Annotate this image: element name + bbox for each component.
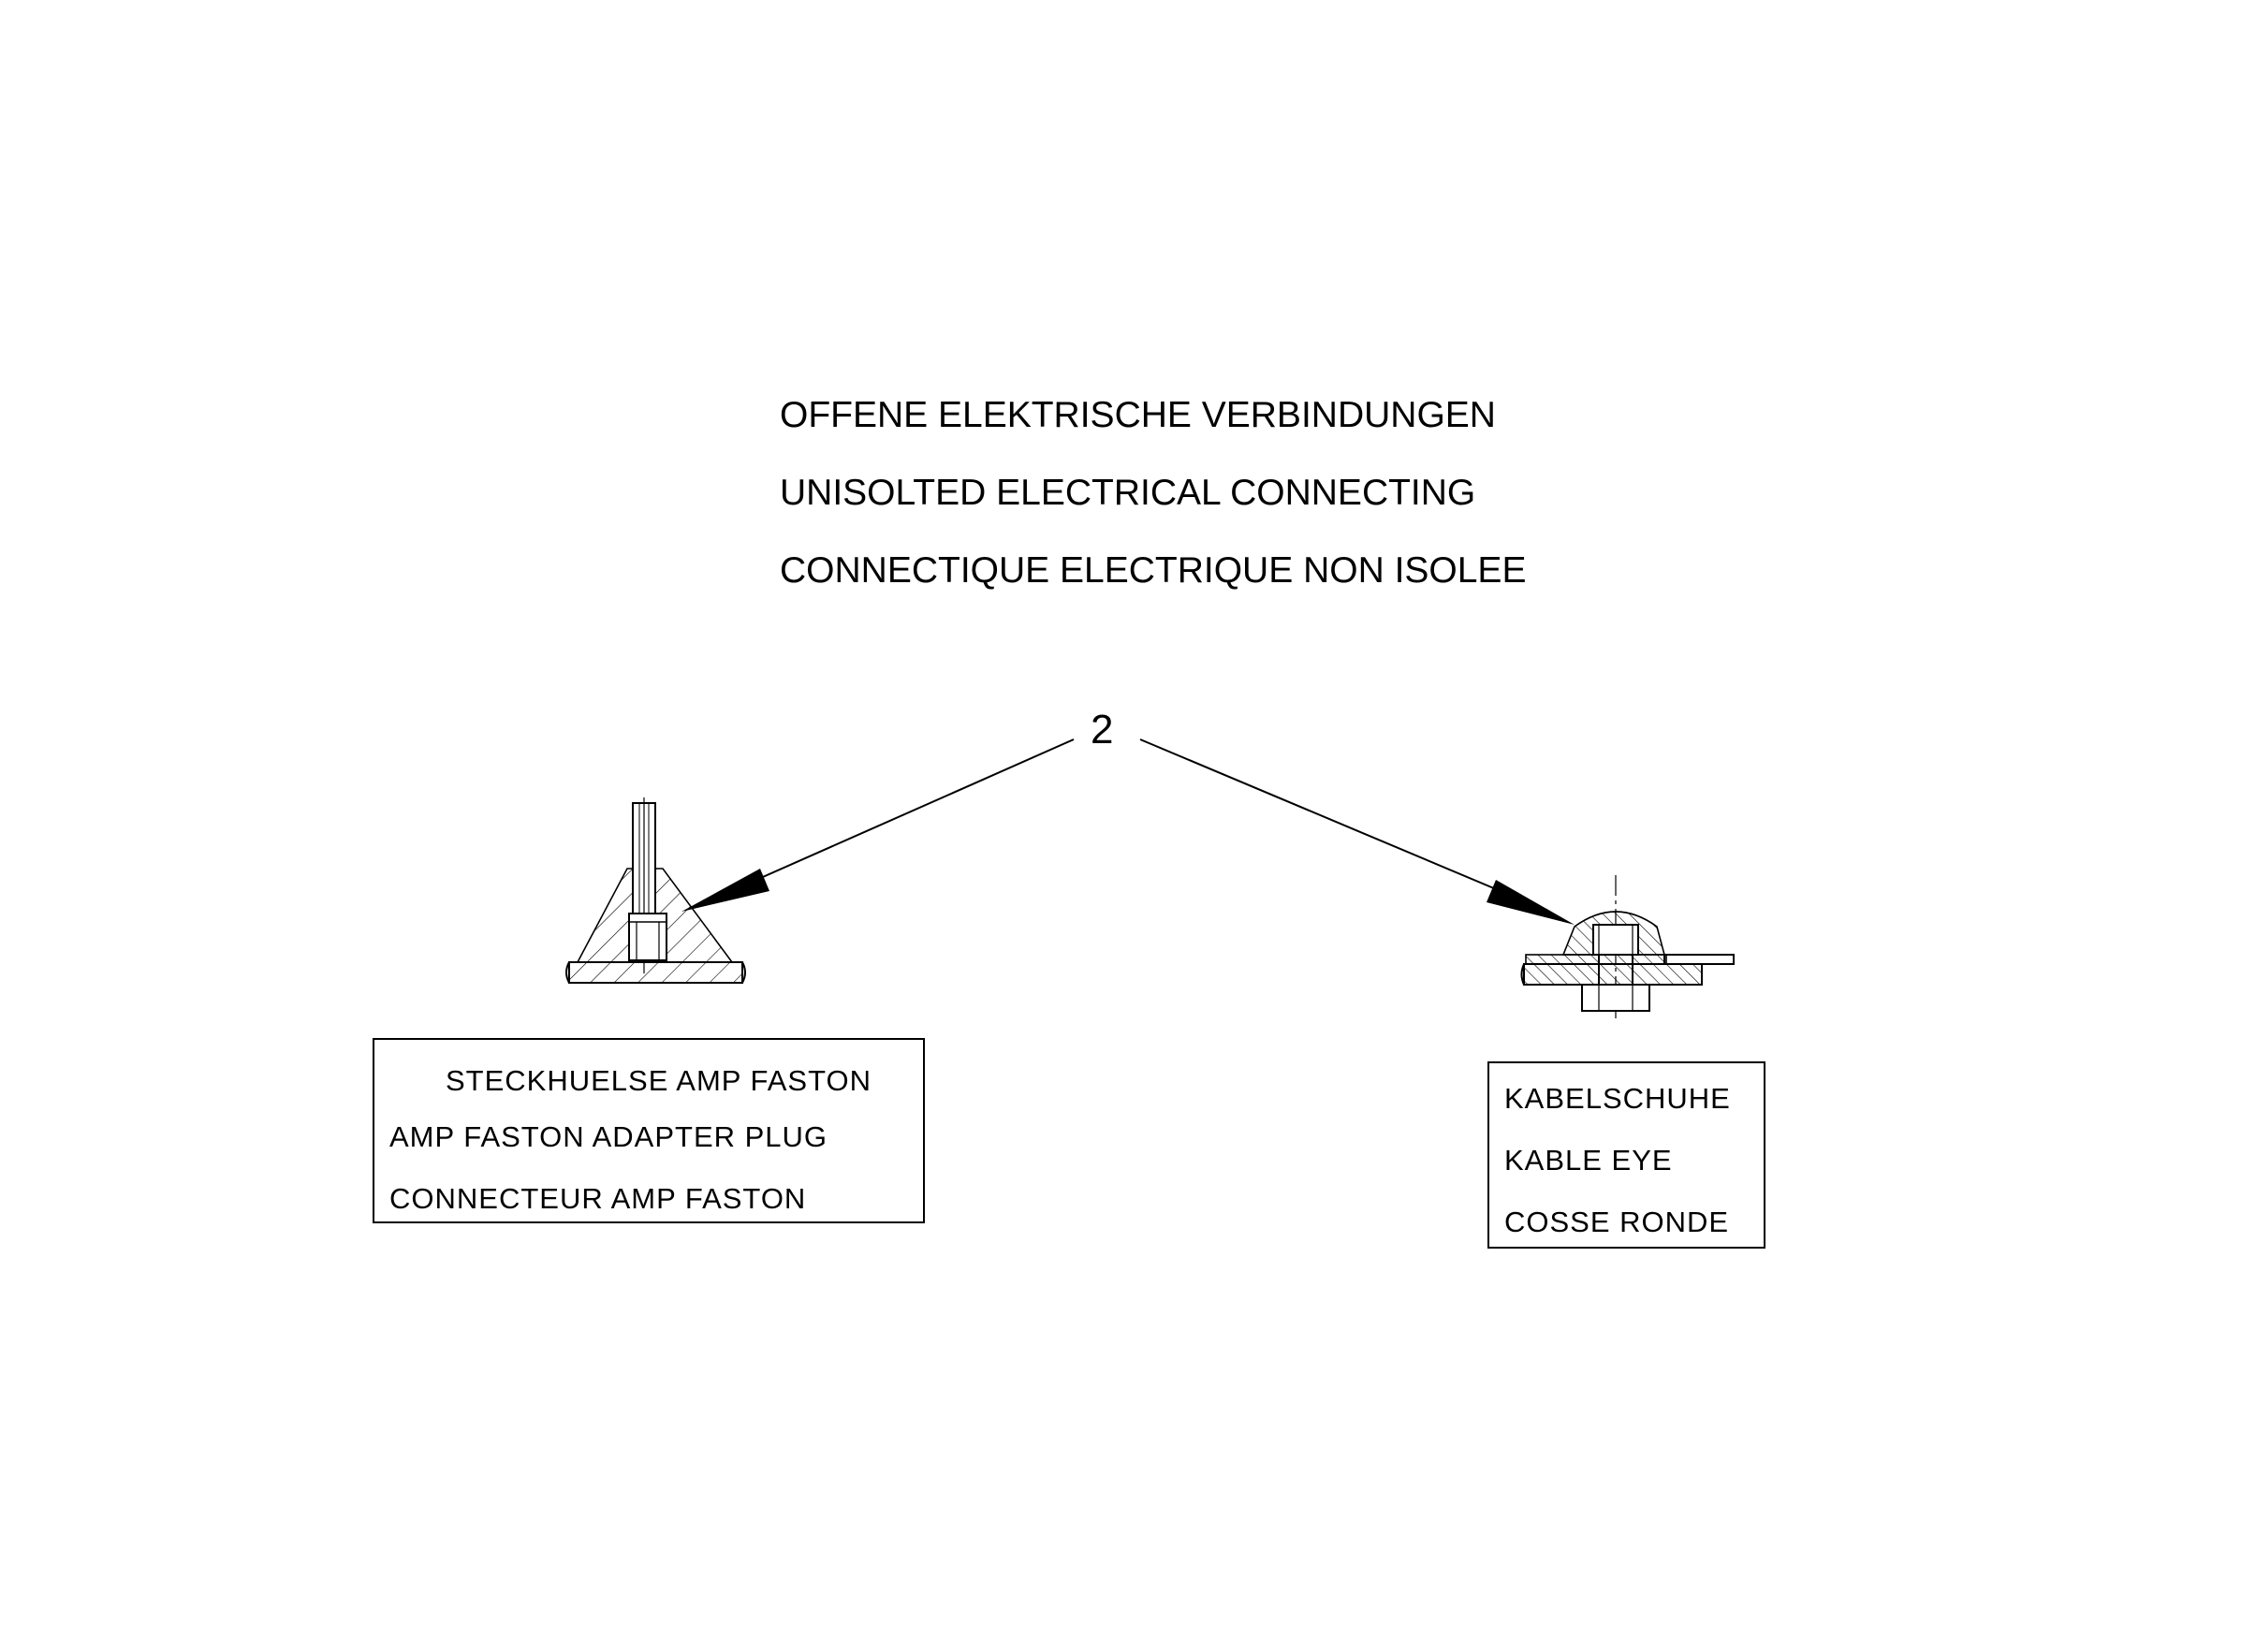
title-line-english: UNISOLTED ELECTRICAL CONNECTING <box>780 473 1476 513</box>
label-faston-french: CONNECTEUR AMP FASTON <box>389 1182 807 1215</box>
leader-line-left <box>681 738 1075 912</box>
title-line-french: CONNECTIQUE ELECTRIQUE NON ISOLEE <box>780 550 1527 591</box>
label-cable-eye-english: KABLE EYE <box>1504 1144 1673 1177</box>
label-cable-eye-german: KABELSCHUHE <box>1504 1082 1731 1115</box>
cable-eye-drawing <box>1520 875 1735 1018</box>
label-box-cable-eye: KABELSCHUHE KABLE EYE COSSE RONDE <box>1487 1061 1765 1249</box>
faston-plug-drawing <box>565 797 746 984</box>
arrowhead-left <box>681 869 769 912</box>
title-line-german: OFFENE ELEKTRISCHE VERBINDUNGEN <box>780 395 1496 435</box>
label-faston-english: AMP FASTON ADAPTER PLUG <box>389 1120 828 1153</box>
label-faston-german: STECKHUELSE AMP FASTON <box>446 1064 872 1097</box>
arrowhead-right <box>1487 880 1575 925</box>
leader-line-right <box>1139 738 1575 925</box>
label-box-faston: STECKHUELSE AMP FASTON AMP FASTON ADAPTE… <box>373 1038 925 1223</box>
label-cable-eye-french: COSSE RONDE <box>1504 1206 1730 1238</box>
callout-number: 2 <box>1091 707 1114 753</box>
